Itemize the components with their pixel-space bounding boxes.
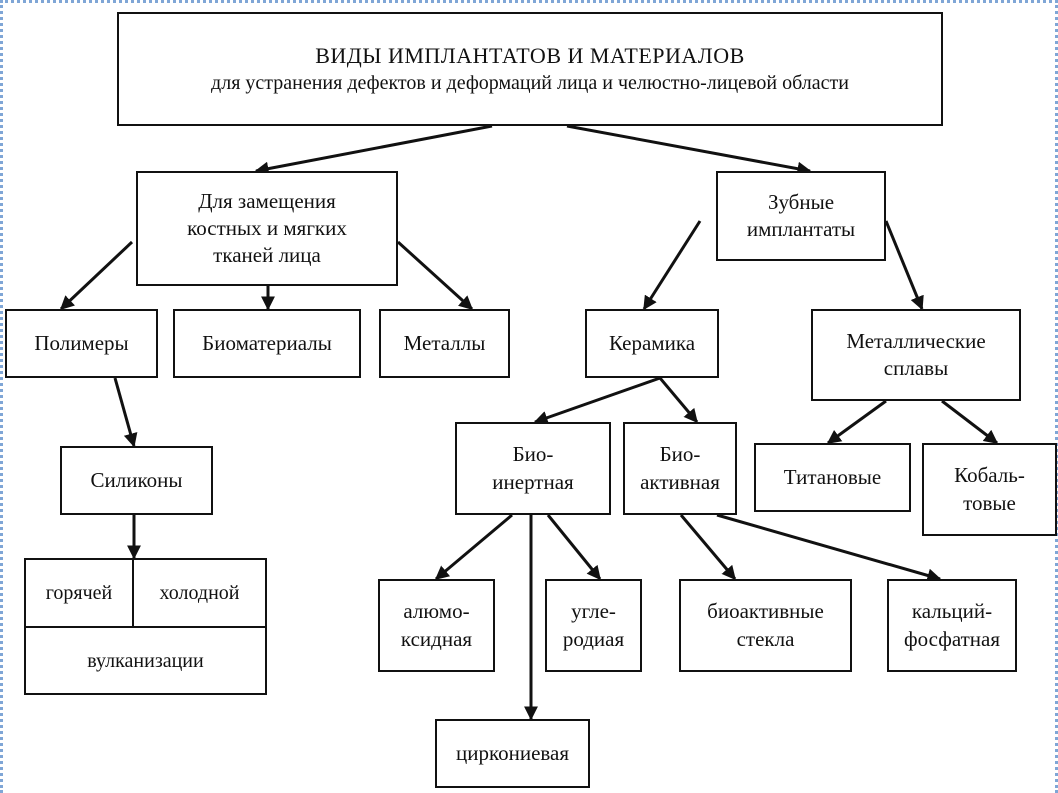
node-label-line: стекла [736, 626, 795, 651]
arrow-replacement-to-metals [396, 240, 474, 311]
node-label-line: Кобаль- [954, 463, 1025, 488]
node-biomaterials: Биоматериалы [173, 309, 361, 378]
node-label-line: инертная [492, 469, 574, 494]
node-label-line: циркониевая [455, 740, 570, 765]
node-label-line: активная [640, 469, 720, 494]
node-label: Силиконы [91, 467, 183, 494]
node-carbon: угле-родиая [545, 579, 642, 672]
node-label: Металлы [404, 330, 486, 357]
node-label-line: Титановые [783, 464, 882, 489]
node-label-line: фосфатная [904, 626, 1000, 651]
vulcanization-hot-label: горячей [45, 582, 113, 604]
vulcanization-label-cell: вулканизации [26, 628, 265, 693]
arrow-replacement-to-polymers [59, 240, 134, 311]
node-label-line: алюмо- [403, 599, 470, 624]
vulcanization-hot-cell: горячей [26, 560, 134, 628]
node-label: Биоматериалы [202, 330, 332, 357]
node-label-line: Металлы [403, 330, 486, 355]
node-titanium: Титановые [754, 443, 911, 512]
vulcanization-label: вулканизации [87, 649, 204, 672]
node-label-line: Для замещения [198, 188, 336, 213]
node-label: Зубные имплантаты [747, 189, 855, 244]
node-label: кальций-фосфатная [904, 598, 1000, 653]
node-label-line: сплавы [883, 356, 949, 380]
node-label: циркониевая [456, 740, 569, 767]
node-bioinert: Био-инертная [455, 422, 611, 515]
node-label-line: Био- [659, 442, 701, 467]
diagram-subtitle: для устранения дефектов и деформаций лиц… [211, 72, 849, 95]
node-label-line: биоактивные [707, 599, 824, 624]
node-label: угле-родиая [563, 598, 624, 653]
arrow-metal_alloys-to-titanium [826, 399, 887, 445]
node-label: Био-инертная [492, 441, 573, 496]
node-calcium: кальций-фосфатная [887, 579, 1017, 672]
node-bioactive: Био-активная [623, 422, 737, 515]
node-label-line: Керамика [608, 330, 696, 355]
node-label-line: товые [963, 490, 1016, 515]
node-metal-alloys: Металлические сплавы [811, 309, 1021, 401]
node-label-line: имплантаты [746, 217, 856, 241]
node-metals: Металлы [379, 309, 510, 378]
arrow-polymers-to-silicones [113, 377, 138, 448]
arrow-bioinert-to-carbon [546, 514, 602, 581]
node-label-line: Силиконы [90, 467, 183, 492]
node-label: Титановые [784, 464, 881, 491]
node-label-line: Полимеры [34, 330, 129, 355]
node-zirconia: циркониевая [435, 719, 590, 788]
node-label-line: родиая [562, 626, 625, 651]
node-cobalt: Кобаль-товые [922, 443, 1057, 536]
node-polymers: Полимеры [5, 309, 158, 378]
vulcanization-cold-label: холодной [159, 582, 240, 604]
node-label-line: Зубные [767, 189, 835, 214]
arrow-bioactive-to-calcium [716, 513, 942, 583]
node-label-line: угле- [571, 599, 616, 624]
node-label-line: костных и мягких [187, 215, 347, 240]
arrow-title-to-replacement [254, 124, 493, 176]
node-label-line: Биоматериалы [202, 330, 332, 355]
node-label-line: тканей лица [213, 243, 321, 268]
node-label: алюмо-ксидная [401, 598, 472, 653]
node-label: Био-активная [640, 441, 720, 496]
arrow-bioactive-to-bioglass [679, 514, 737, 581]
node-dental: Зубные имплантаты [716, 171, 886, 261]
vulcanization-cold-cell: холодной [134, 560, 265, 628]
node-label: Керамика [609, 330, 695, 357]
arrow-dental-to-metal_alloys [884, 220, 924, 311]
node-silicones: Силиконы [60, 446, 213, 515]
arrow-title-to-dental [566, 124, 812, 176]
arrow-bioinert-to-alumina [434, 513, 513, 581]
arrow-ceramics-to-bioinert [533, 376, 661, 425]
node-label-line: Био- [512, 442, 554, 467]
node-label: Полимеры [34, 330, 128, 357]
vulcanization-table: горячей холодной вулканизации [24, 558, 267, 695]
node-label-line: кальций- [911, 599, 993, 624]
arrow-ceramics-to-bioactive [658, 377, 699, 424]
node-label-line: ксидная [400, 626, 473, 651]
arrow-dental-to-ceramics [642, 220, 702, 311]
node-label: Кобаль-товые [954, 462, 1025, 517]
node-label: Металлические сплавы [846, 328, 985, 383]
node-alumina: алюмо-ксидная [378, 579, 495, 672]
diagram-title-box: ВИДЫ ИМПЛАНТАТОВ И МАТЕРИАЛОВ для устран… [117, 12, 943, 126]
node-label-line: Металлические [846, 328, 986, 353]
diagram-title: ВИДЫ ИМПЛАНТАТОВ И МАТЕРИАЛОВ [315, 42, 745, 68]
arrow-metal_alloys-to-cobalt [941, 399, 999, 445]
node-ceramics: Керамика [585, 309, 719, 378]
